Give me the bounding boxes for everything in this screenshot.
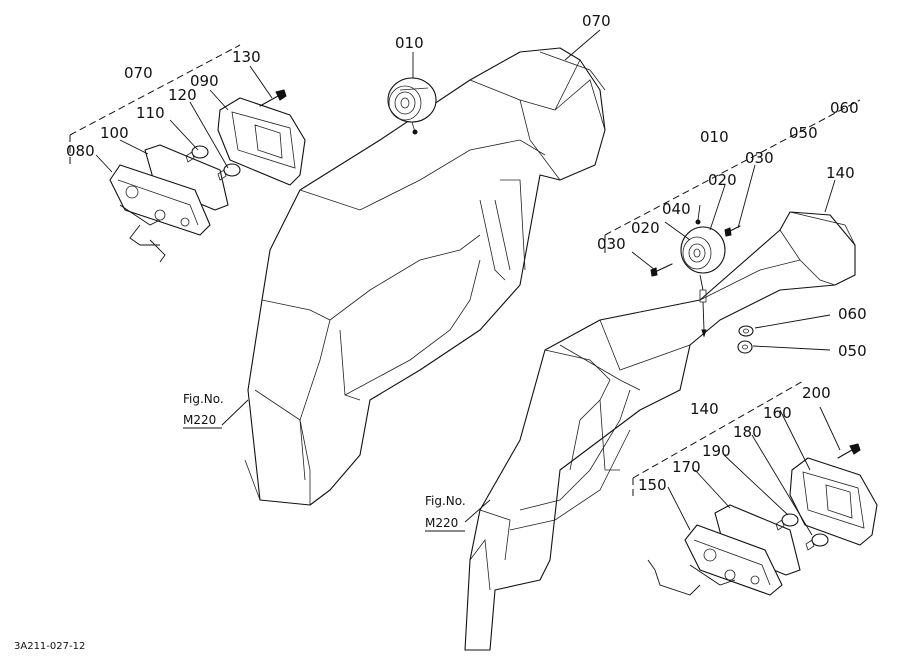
label-010-right: 010 [700,128,729,146]
label-170: 170 [672,458,701,476]
label-070-left: 070 [124,64,153,82]
group-bracket-lines [69,44,861,500]
label-140-top: 140 [826,164,855,182]
label-180: 180 [733,423,762,441]
label-050-top: 050 [789,124,818,142]
label-070-top: 070 [582,12,611,30]
label-080: 080 [66,142,95,160]
fig-ref-right-number: M220 [425,516,458,530]
label-040: 040 [662,200,691,218]
label-100: 100 [100,124,129,142]
leader-lines [95,29,841,536]
label-140-lower: 140 [690,400,719,418]
fig-ref-left-number: M220 [183,413,216,427]
label-160: 160 [763,404,792,422]
top-beacon-lamp [387,77,437,135]
fig-ref-right-label: Fig.No. [425,494,466,508]
label-050: 050 [838,342,867,360]
label-200: 200 [802,384,831,402]
label-030-a: 030 [745,149,774,167]
label-110: 110 [136,104,165,122]
right-fender-body [464,211,856,651]
label-120: 120 [168,86,197,104]
label-010-top: 010 [395,34,424,52]
right-beacon-lamp [650,219,754,354]
label-020-a: 020 [708,171,737,189]
left-lamp-assembly [109,89,306,263]
label-090: 090 [190,72,219,90]
label-030-b: 030 [597,235,626,253]
fig-ref-left-label: Fig.No. [183,392,224,406]
label-020-b: 020 [631,219,660,237]
right-lamp-assembly [647,443,878,596]
figure-references: Fig.No. M220 Fig.No. M220 [183,392,466,532]
drawing-code: 3A211-027-12 [14,641,85,652]
left-fender-body [244,47,606,506]
label-190: 190 [702,442,731,460]
label-060-top: 060 [830,99,859,117]
label-150: 150 [638,476,667,494]
part-number-labels: 070 130 090 120 110 100 080 010 070 010 … [66,12,867,494]
label-060: 060 [838,305,867,323]
label-130: 130 [232,48,261,66]
